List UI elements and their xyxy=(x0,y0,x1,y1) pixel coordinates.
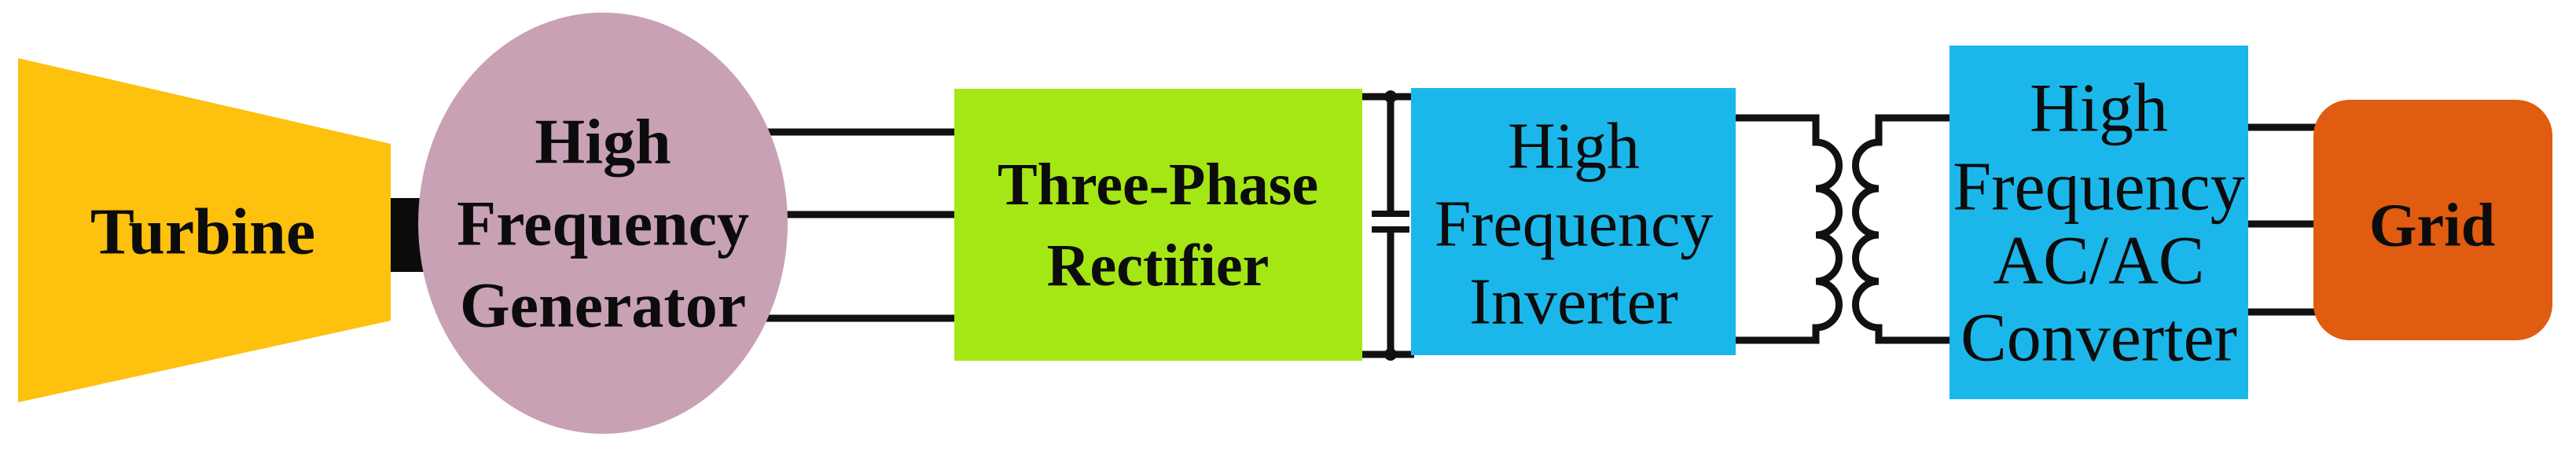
acac-converter-label-line3: AC/AC xyxy=(1994,223,2205,299)
dc-junction-dot-bottom xyxy=(1384,348,1397,361)
turbine-block xyxy=(18,58,391,402)
generator-label-line1: High xyxy=(535,106,671,178)
inverter-label-line3: Inverter xyxy=(1469,266,1678,339)
rectifier-label-line2: Rectifier xyxy=(1047,233,1270,299)
rectifier-block xyxy=(954,89,1362,361)
rectifier-label-line1: Three-Phase xyxy=(998,152,1318,218)
inverter-label-line2: Frequency xyxy=(1435,188,1714,261)
grid-label: Grid xyxy=(2369,191,2495,259)
acac-converter-label-line2: Frequency xyxy=(1953,149,2244,226)
acac-converter-label-line1: High xyxy=(2030,71,2168,147)
inverter-label: High Frequency Inverter xyxy=(1435,110,1714,339)
generator-block xyxy=(418,13,788,434)
grid-block xyxy=(2313,100,2552,340)
dc-link-capacitor-icon xyxy=(1372,211,1409,233)
transformer-secondary-winding-icon xyxy=(1852,114,1953,344)
generator-label-line3: Generator xyxy=(460,270,746,341)
acac-converter-block xyxy=(1949,46,2248,399)
acac-converter-label: High Frequency AC/AC Converter xyxy=(1953,71,2244,376)
acac-converter-label-line4: Converter xyxy=(1960,300,2237,376)
generator-label: High Frequency Generator xyxy=(457,106,749,341)
rectifier-label: Three-Phase Rectifier xyxy=(998,152,1318,299)
dc-junction-dot-top xyxy=(1384,90,1397,103)
turbine-label: Turbine xyxy=(90,196,315,269)
inverter-label-line1: High xyxy=(1508,110,1640,183)
inverter-block xyxy=(1411,88,1736,355)
generator-label-line2: Frequency xyxy=(457,188,749,259)
transformer-primary-winding-icon xyxy=(1734,114,1843,344)
wires-layer xyxy=(731,93,2321,358)
